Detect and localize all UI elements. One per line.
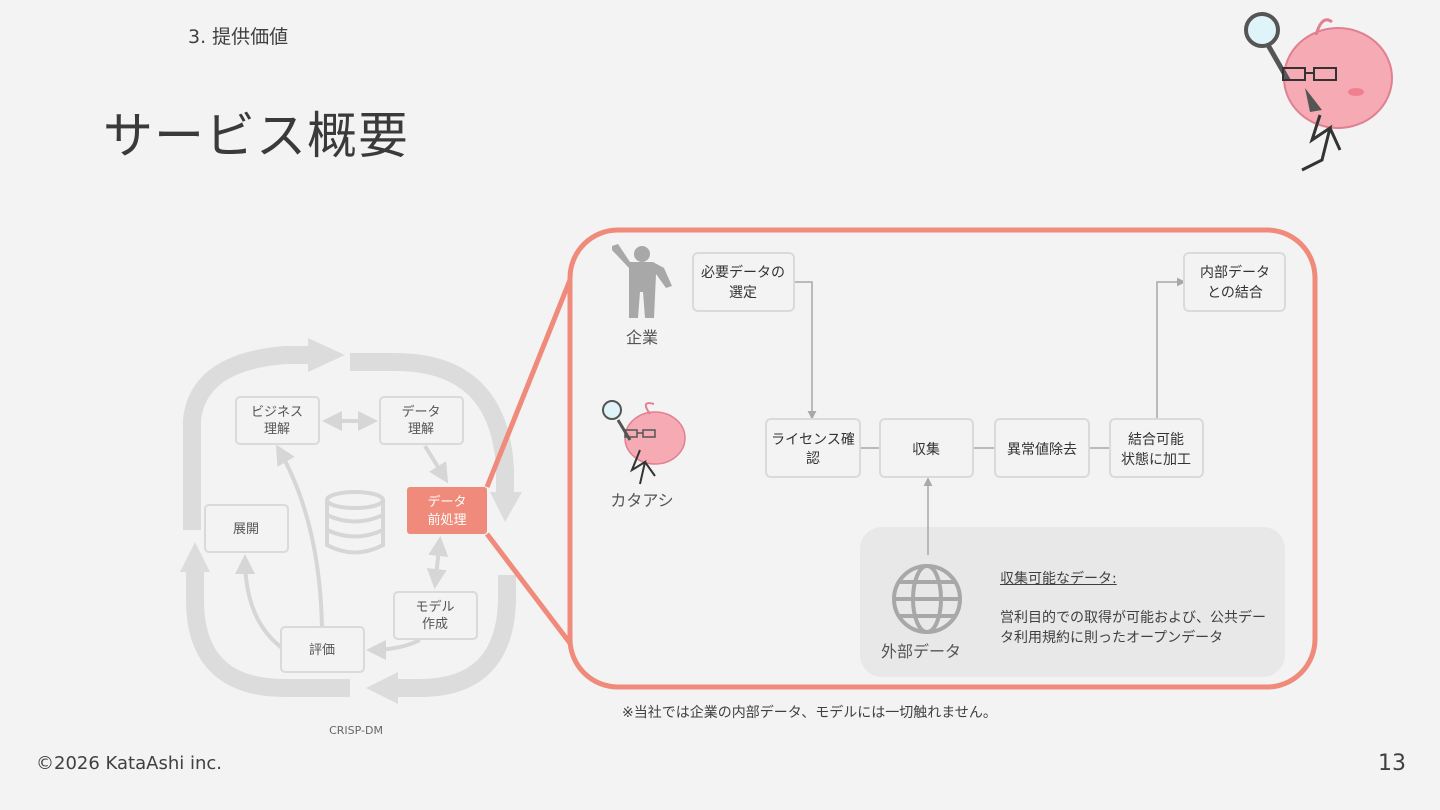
section-label: 3. 提供価値 xyxy=(188,26,289,48)
evaluation-label: 評価 xyxy=(309,643,335,658)
kataashi-mascot-large xyxy=(1244,12,1393,172)
database-icon xyxy=(325,490,385,555)
globe-icon xyxy=(892,564,962,634)
page-title: サービス概要 xyxy=(103,107,409,165)
page-number: 13 xyxy=(1378,751,1406,776)
crisp-inner-arrows xyxy=(235,411,449,660)
business-line1: ビジネス xyxy=(251,405,303,420)
flow-box-format: 結合可能 状態に加工 xyxy=(1109,418,1204,478)
select-line2: 選定 xyxy=(729,285,757,301)
footer-copyright: ©2026 KataAshi inc. xyxy=(36,753,222,774)
crisp-box-preprocess: データ 前処理 xyxy=(407,487,487,534)
flow-box-outlier: 異常値除去 xyxy=(994,418,1090,478)
data-understanding-line2: 理解 xyxy=(408,422,434,437)
external-data-label: 外部データ xyxy=(881,642,961,661)
flow-box-collect: 収集 xyxy=(879,418,974,478)
select-line1: 必要データの xyxy=(701,264,785,281)
format-line2: 状態に加工 xyxy=(1121,452,1191,468)
collect-label: 収集 xyxy=(912,441,940,458)
flow-connectors xyxy=(794,277,1186,555)
kataashi-mascot-small xyxy=(602,400,686,485)
kataashi-label: カタアシ xyxy=(610,491,673,510)
flow-box-license: ライセンス確 認 xyxy=(765,418,861,478)
crisp-box-evaluation: 評価 xyxy=(280,626,365,673)
company-label: 企業 xyxy=(626,328,658,347)
format-line1: 結合可能 xyxy=(1128,432,1184,448)
external-data-panel xyxy=(860,527,1285,677)
crisp-box-modeling: モデル 作成 xyxy=(393,591,478,640)
flow-box-select: 必要データの 選定 xyxy=(692,252,795,312)
external-data-description: 営利目的での取得が可能および、公共データ利用規約に則ったオープンデータ xyxy=(1000,610,1266,646)
outlier-label: 異常値除去 xyxy=(1007,442,1077,458)
license-line1: ライセンス確 xyxy=(771,432,855,448)
person-icon xyxy=(612,244,672,318)
preprocess-line2: 前処理 xyxy=(427,512,466,528)
crisp-caption: CRISP-DM xyxy=(329,724,383,737)
footnote: ※当社では企業の内部データ、モデルには一切触れません。 xyxy=(622,705,997,721)
modeling-line2: 作成 xyxy=(422,617,448,632)
merge-line1: 内部データ xyxy=(1200,264,1270,281)
business-line2: 理解 xyxy=(264,422,290,437)
external-data-title: 収集可能なデータ: xyxy=(1000,571,1117,587)
license-line2: 認 xyxy=(806,451,820,467)
modeling-line1: モデル xyxy=(415,599,454,615)
crisp-cycle xyxy=(180,338,522,704)
crisp-box-deployment: 展開 xyxy=(204,504,289,553)
data-understanding-line1: データ xyxy=(401,404,440,420)
crisp-box-business: ビジネス 理解 xyxy=(235,396,320,445)
flow-box-merge: 内部データ との結合 xyxy=(1183,252,1286,312)
crisp-box-data-understanding: データ 理解 xyxy=(379,396,464,445)
preprocess-line1: データ xyxy=(427,494,466,510)
merge-line2: との結合 xyxy=(1207,285,1263,301)
deployment-label: 展開 xyxy=(233,522,259,537)
